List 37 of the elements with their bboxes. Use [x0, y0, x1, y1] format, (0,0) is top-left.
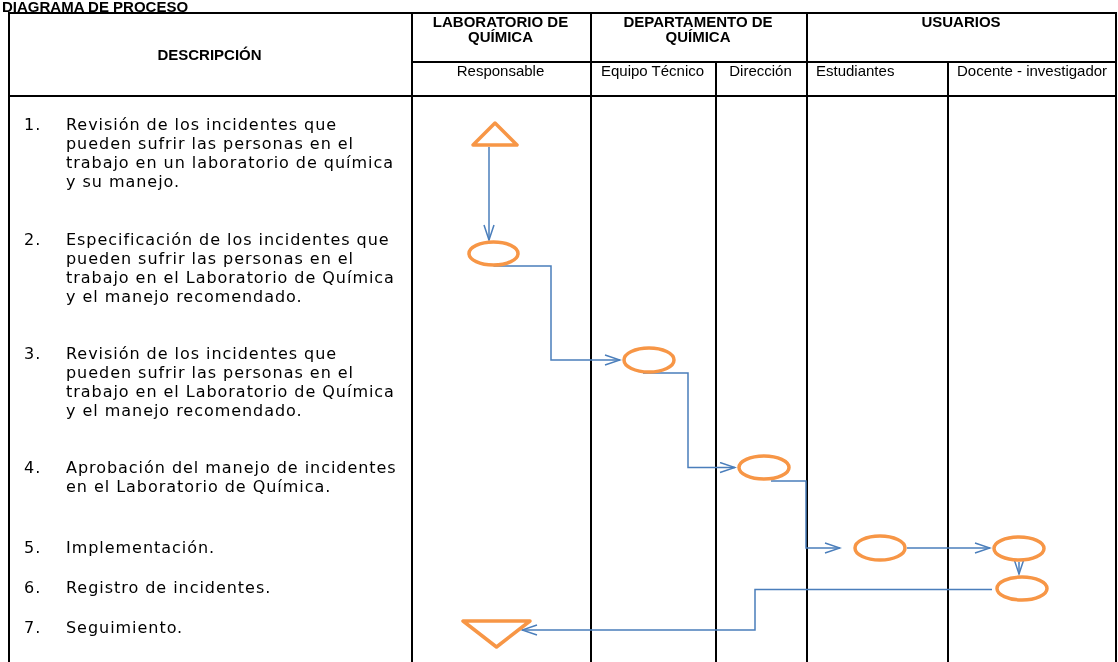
header-text: Dirección [729, 62, 792, 79]
step-description: Seguimiento. [66, 618, 185, 637]
step-description: Implementación. [66, 538, 217, 557]
flow-arrow [906, 542, 991, 554]
header-text: LABORATORIO DE QUÍMICA [431, 14, 570, 47]
process-circle [992, 535, 1046, 562]
header-text: USUARIOS [921, 14, 1001, 32]
step-number: 3. [24, 344, 42, 363]
step-description: Revisión de los incidentes que pueden sufrir las personas en el trabajo en el Laboratorio de Química y el manejo recomendado. [66, 344, 396, 420]
flow-arrow [642, 372, 736, 474]
title: DIAGRAMA DE PROCESO [2, 0, 189, 14]
flow-arrow [483, 146, 495, 241]
process-circle [995, 575, 1049, 602]
step-number: 4. [24, 458, 42, 477]
step-number: 5. [24, 538, 42, 557]
step-number: 1. [24, 115, 42, 134]
process-circle [467, 240, 520, 267]
header-text: DESCRIPCIÓN [157, 46, 262, 62]
start-triangle [471, 121, 519, 147]
step-description: Aprobación del manejo de incidentes en el Laboratorio de Química. [66, 458, 398, 496]
process-circle [853, 534, 907, 562]
header-text: Estudiantes [816, 62, 895, 79]
step-description: Especificación de los incidentes que pueden sufrir las personas en el trabajo en el Laboratorio de Química y el manejo recomendado. [66, 230, 396, 306]
header-text: Responsable [456, 62, 545, 79]
step-number: 2. [24, 230, 42, 249]
end-triangle [461, 619, 532, 649]
header-text: Docente - investigador [957, 62, 1108, 79]
header-text: DEPARTAMENTO DE QUÍMICA [622, 14, 774, 47]
step-number: 7. [24, 618, 42, 637]
process-circle [622, 346, 676, 374]
header-text: Equipo Técnico [600, 62, 705, 79]
step-number: 6. [24, 578, 42, 597]
step-description: Registro de incidentes. [66, 578, 273, 597]
flow-arrow [770, 480, 841, 554]
step-description: Revisión de los incidentes que pueden sufrir las personas en el trabajo en un laboratorio de química y su manejo. [66, 115, 395, 191]
process-circle [737, 454, 791, 481]
flow-arrow [521, 588, 993, 636]
